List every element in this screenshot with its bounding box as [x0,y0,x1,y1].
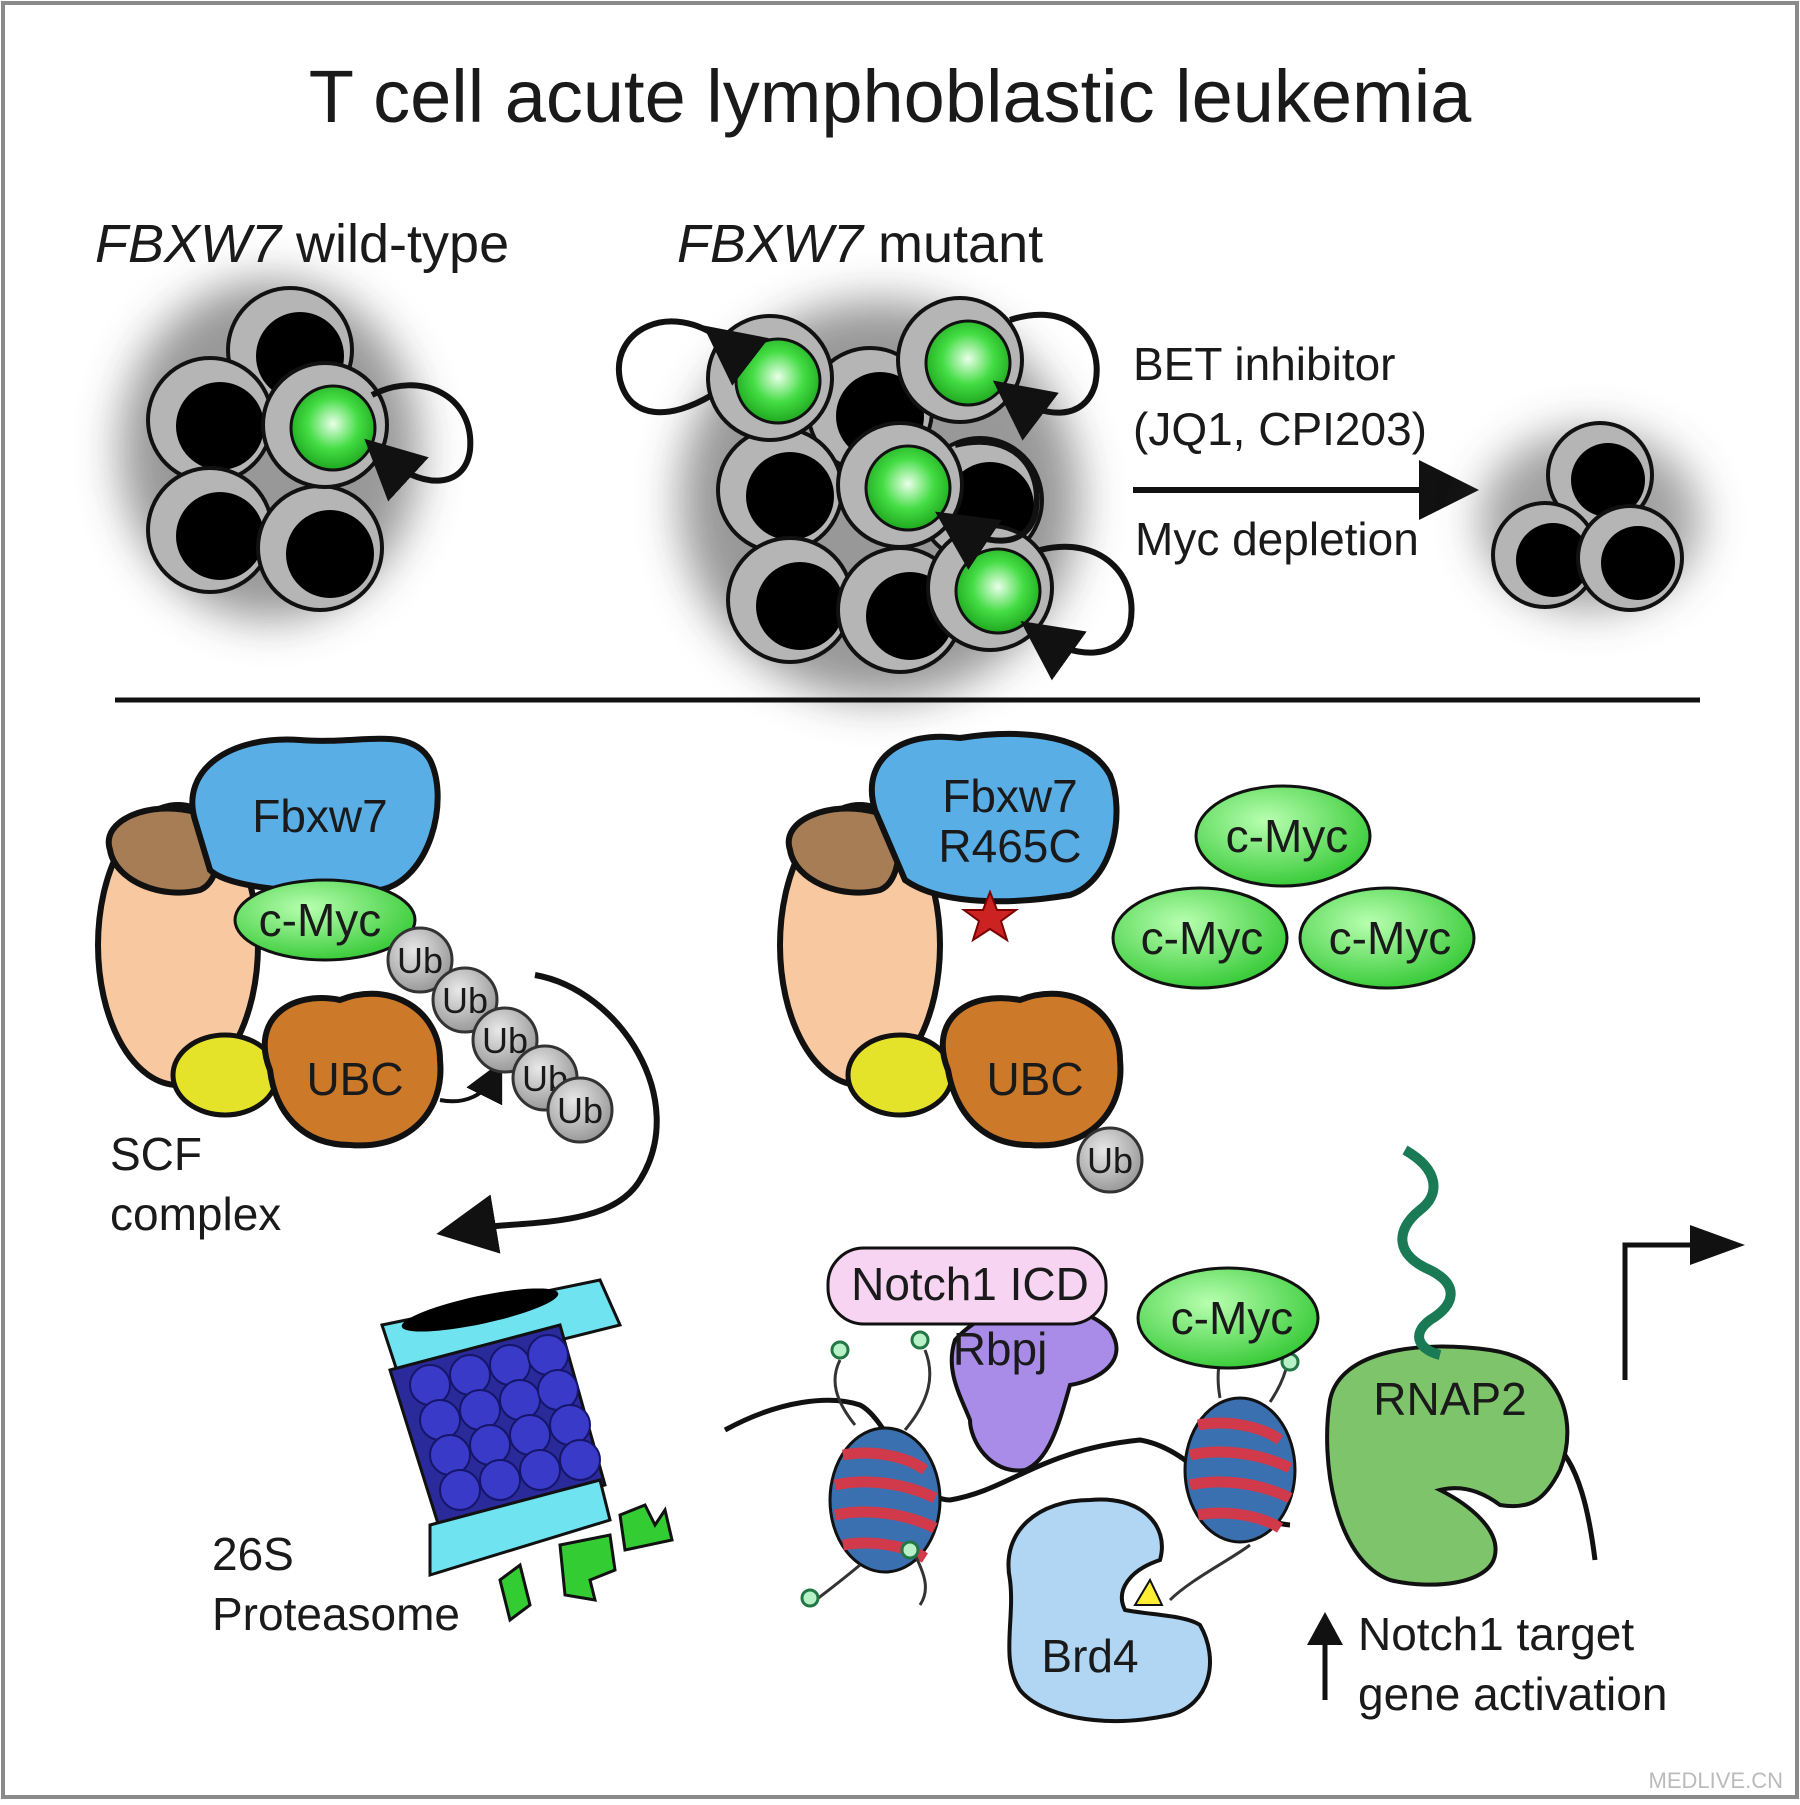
cell-black [1576,504,1684,612]
svg-text:Ub: Ub [397,940,443,981]
rbx1-domain [170,1032,280,1118]
ub-transfer-arrow [439,1060,503,1106]
degradation-arrow [436,972,660,1254]
svg-text:Ub: Ub [1087,1140,1133,1181]
ub-chain: Ub Ub Ub Ub Ub [386,926,614,1144]
cell-black [256,484,384,612]
cell-black [1491,501,1599,609]
proteasome-label-line2: Proteasome [212,1588,460,1640]
cell-gfp [706,314,834,442]
mutant-scf-complex: Fbxw7 R465C UBC Ub [777,730,1144,1194]
cmyc-bound-label: c-Myc [259,894,382,946]
svg-text:Ub: Ub [482,1020,528,1061]
proteasome-label: 26S [212,1528,294,1580]
bet-inhibitor-compounds: (JQ1, CPI203) [1133,403,1427,455]
scf-complex: Fbxw7 c-Myc UBC Ub Ub Ub Ub Ub [95,735,660,1254]
notch1-icd-label: Notch1 ICD [851,1258,1089,1310]
cell-black [1546,421,1654,529]
ub-bead: Ub [546,1076,614,1144]
mutation-star-icon [960,889,1020,943]
proteasome [380,1278,623,1578]
ubc-label: UBC [986,1053,1083,1105]
scf-label: SCF [110,1128,202,1180]
activation-label: Notch1 target [1358,1608,1634,1660]
mutant-cell-cluster [615,296,1135,700]
mutant-header: FBXW7 mutant [677,214,1043,274]
acetyl-lysine-icon [1133,1577,1164,1606]
notch1-icd-protein [826,1246,1108,1326]
self-renewal-arrow [935,438,1040,570]
wildtype-header: FBXW7 wild-type [95,214,509,274]
up-arrowhead-icon [1307,1612,1343,1645]
brd4-protein [1006,1497,1212,1723]
ub-bead: Ub [386,926,454,994]
cmyc-bound-chromatin: c-Myc [1136,1266,1320,1370]
self-renewal-arrow [992,311,1100,441]
rnap2-protein [1325,1344,1570,1587]
self-renewal-arrow [615,318,769,416]
watermark: MEDLIVE.CN [1649,1768,1783,1793]
svg-text:c-Myc: c-Myc [1226,810,1349,862]
page-title: T cell acute lymphoblastic leukemia [309,55,1472,138]
tss-arrow [1622,1242,1700,1380]
free-cmyc: c-Myc [1194,784,1372,888]
cell-black [146,466,274,594]
myc-depletion-label: Myc depletion [1135,513,1419,565]
cell-black [716,426,844,554]
svg-text:c-Myc: c-Myc [1171,1292,1294,1344]
rnap2-label: RNAP2 [1373,1373,1526,1425]
svg-text:c-Myc: c-Myc [1141,912,1264,964]
ub-bead: Ub [431,966,499,1034]
rbpj-label: Rbpj [953,1323,1048,1375]
fbxw7-mutant-label: Fbxw7 [942,770,1077,822]
fbxw7-label: Fbxw7 [252,790,387,842]
cell-gfp [926,524,1054,652]
ubc-protein [939,990,1124,1149]
cell-gfp [896,296,1024,424]
scf-label-line2: complex [110,1188,281,1240]
ubc-label: UBC [306,1053,403,1105]
proteasome-cap-bottom [428,1478,612,1578]
svg-text:c-Myc: c-Myc [1329,912,1452,964]
fbxw7-mutant-label-line2: R465C [938,820,1081,872]
rbx1-domain [845,1032,955,1118]
wildtype-cell-cluster [120,280,474,620]
svg-text:Ub: Ub [557,1090,603,1131]
ubc-protein [261,990,444,1149]
self-renewal-arrow [1020,543,1135,681]
nucleosome [1168,1328,1300,1602]
free-cmyc: c-Myc [1298,886,1476,990]
treated-cell-cluster [1480,421,1700,612]
mrna-transcript [1397,1145,1456,1360]
activation-label-line2: gene activation [1358,1668,1667,1720]
cmyc-bound [233,878,417,962]
cell-black [726,536,854,664]
peptide-fragments [498,1503,674,1623]
free-cmyc: c-Myc [1111,886,1289,990]
ub-bead: Ub [1076,1126,1144,1194]
cell-gfp [836,421,964,549]
self-renewal-arrow [364,382,474,502]
tss-arrowhead-icon [1690,1225,1745,1265]
nucleosome [800,1330,942,1608]
cell-gfp [261,361,389,489]
bet-inhibitor-label: BET inhibitor [1133,338,1396,390]
transcription-complex: Rbpj Notch1 ICD c-Myc RNAP2 Brd4 [723,1145,1745,1723]
brd4-label: Brd4 [1041,1630,1138,1682]
svg-text:Ub: Ub [442,980,488,1021]
cell-black [146,356,274,484]
fbxw7-mutant-protein [868,730,1120,905]
